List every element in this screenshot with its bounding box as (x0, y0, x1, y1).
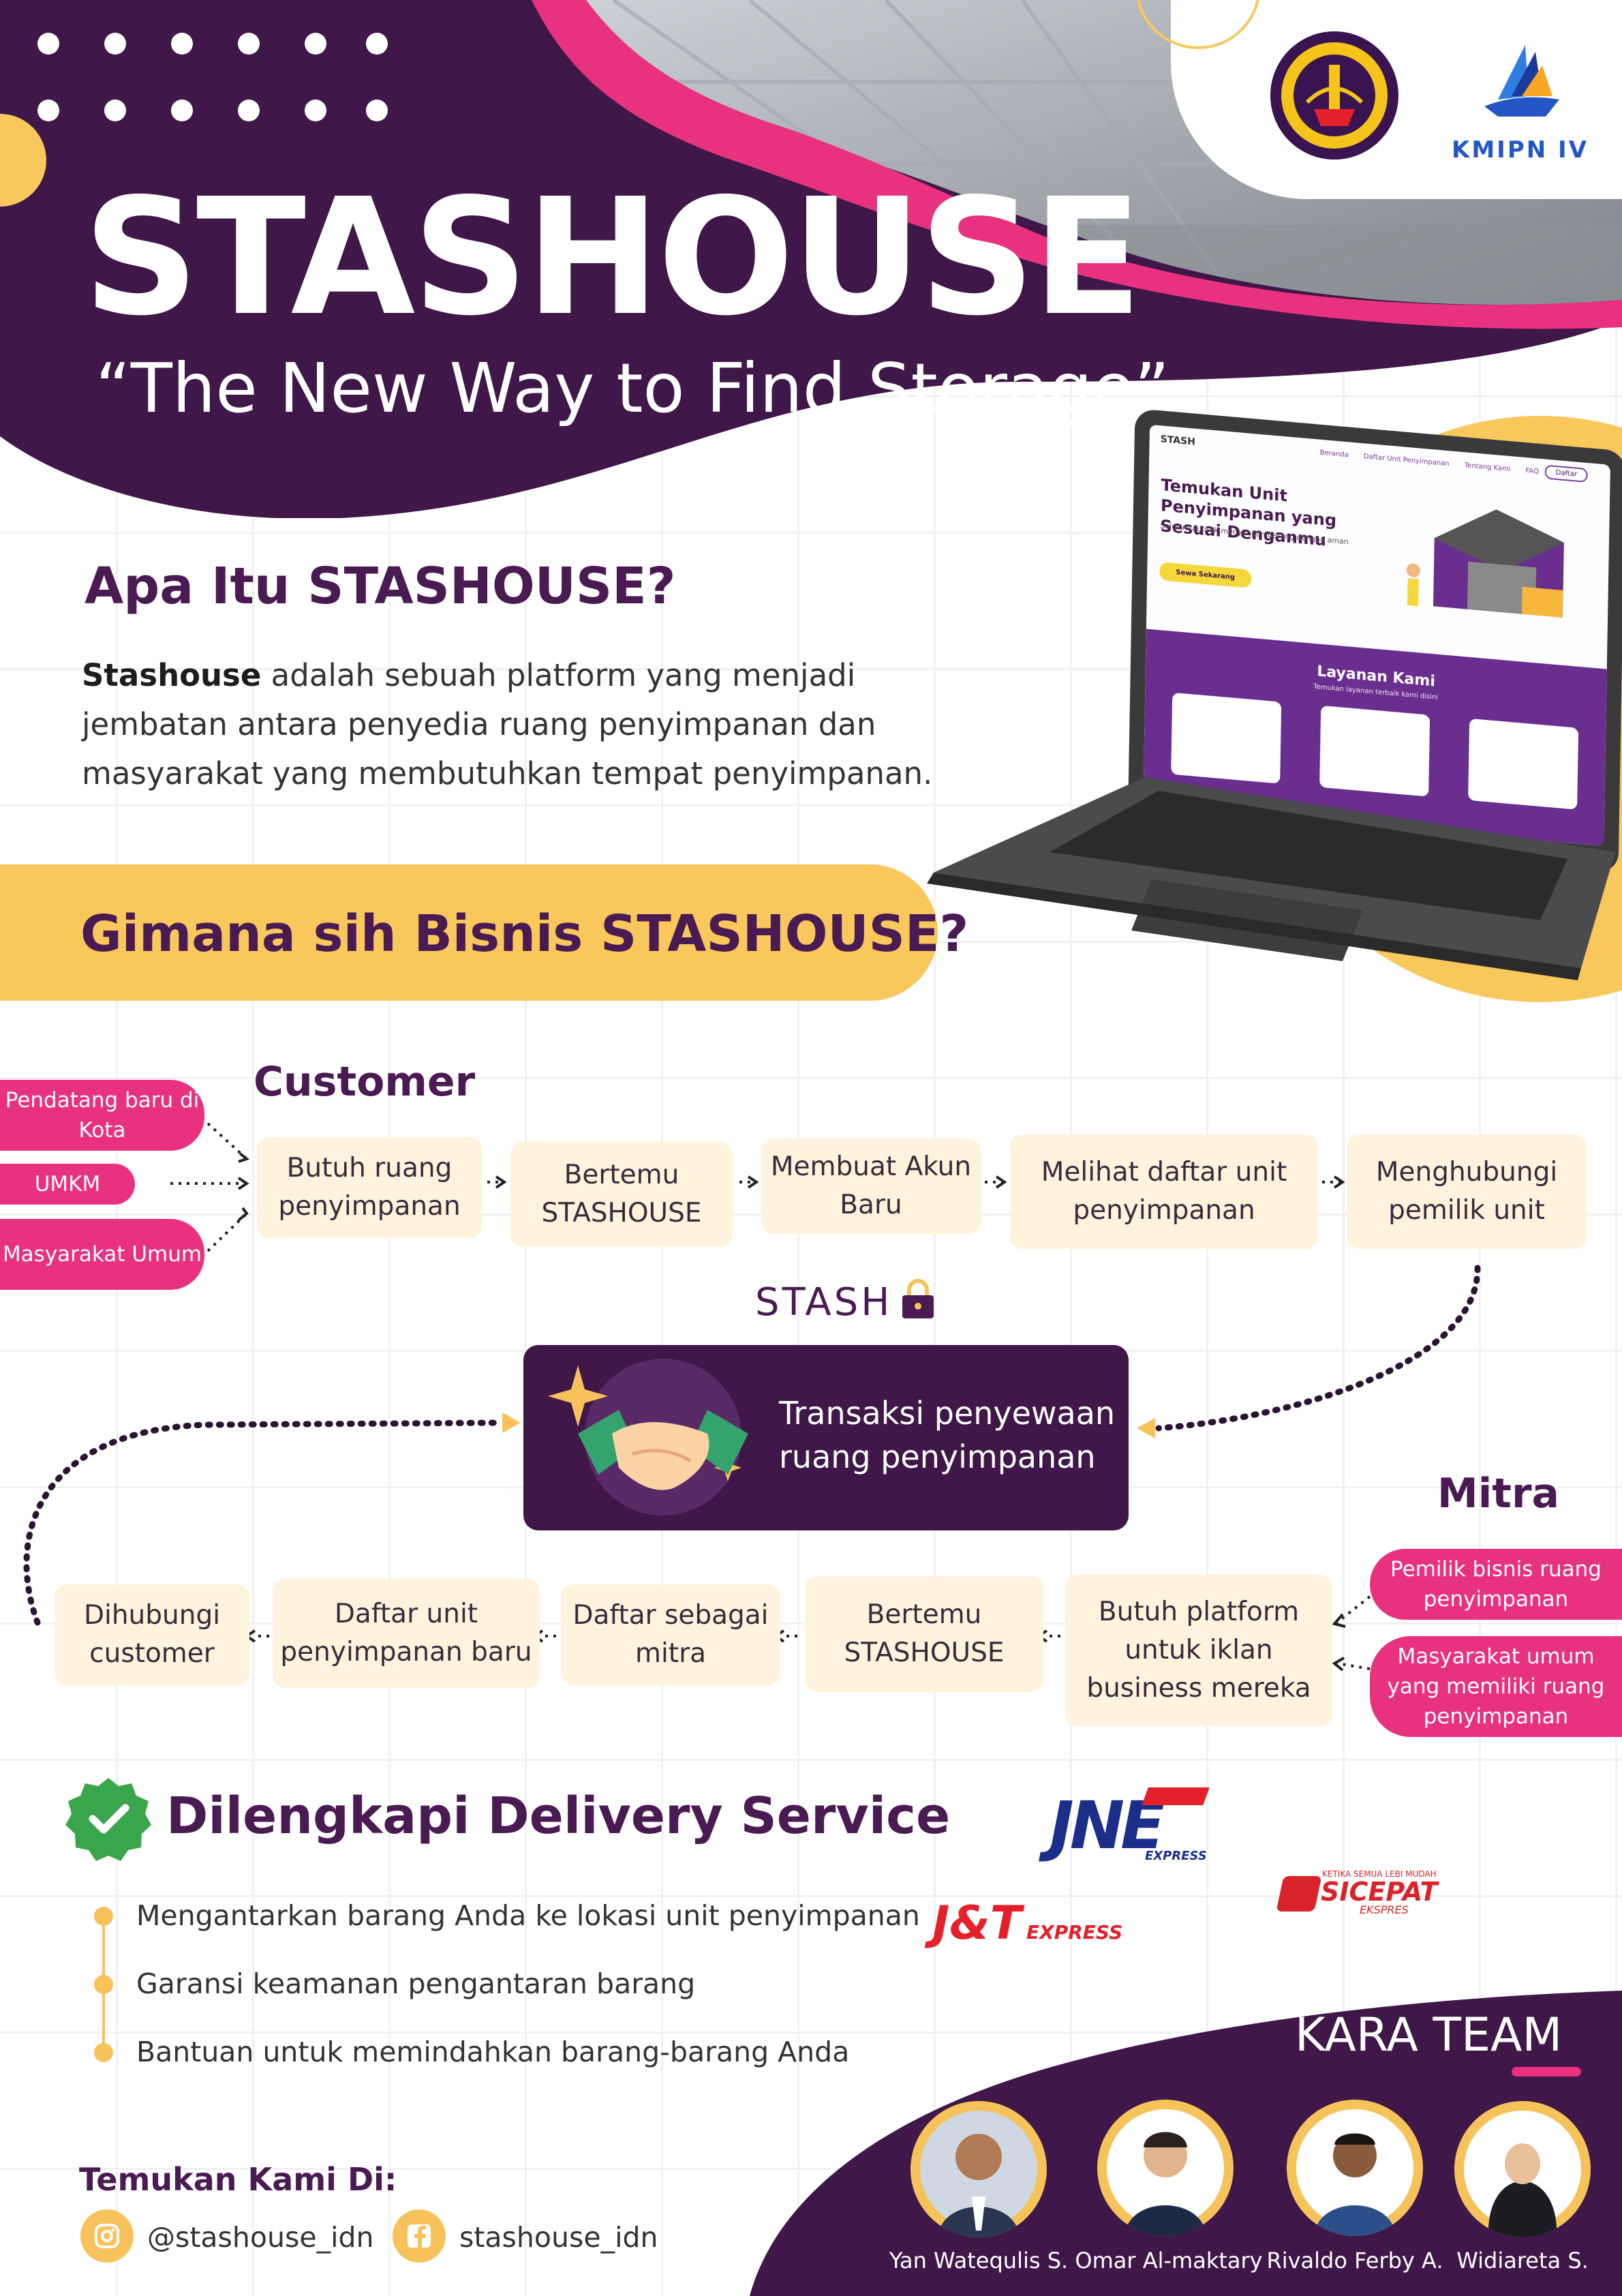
screen-nav-item[interactable]: FAQ (1525, 467, 1539, 476)
delivery-item: Garansi keamanan pengantaran barang (136, 1967, 696, 2000)
about-bold: Stashouse (82, 657, 262, 693)
avatar (911, 2101, 1047, 2237)
screen-sewa-button[interactable]: Sewa Sekarang (1159, 562, 1252, 588)
screen-warehouse-illustration (1406, 509, 1564, 618)
member-name: Yan Watequlis S. (889, 2248, 1069, 2274)
transaction-text: Transaksi penyewaan ruang penyimpanan (779, 1395, 1116, 1475)
mitra-source: Pemilik bisnis ruang penyimpanan (1370, 1549, 1622, 1620)
laptop-screen: STASH Beranda Daftar Unit Penyimpanan Te… (1143, 424, 1610, 847)
avatar (1097, 2100, 1234, 2236)
handshake-icon (548, 1359, 748, 1515)
decor-ring (1137, 0, 1259, 49)
screen-nav-item[interactable]: Tentang Kami (1464, 462, 1511, 474)
laptop-screen-frame: STASH Beranda Daftar Unit Penyimpanan Te… (1127, 408, 1622, 874)
delivery-heading: Dilengkapi Delivery Service (166, 1787, 951, 1845)
team-heading-underline (1512, 2067, 1581, 2076)
decor-dot (171, 33, 193, 55)
jnt-sub: EXPRESS (1026, 1921, 1123, 1944)
delivery-item: Mengantarkan barang Anda ke lokasi unit … (136, 1899, 920, 1932)
team-heading: KARA TEAM (1295, 2008, 1563, 2062)
sicepat-sub: EKSPRES (1360, 1903, 1409, 1916)
jnt-logo: J&T (932, 1897, 1022, 1950)
decor-dot (305, 100, 326, 121)
screen-nav: Beranda Daftar Unit Penyimpanan Tentang … (1320, 449, 1539, 476)
sicepat-top: KETIKA SEMUA LEBI MUDAH (1322, 1869, 1437, 1879)
avatar (1454, 2101, 1591, 2237)
tagline: “The New Way to Find Storage” (95, 348, 1170, 428)
mitra-label: Mitra (1437, 1470, 1560, 1517)
decor-dot (171, 100, 193, 121)
decor-dot (238, 100, 260, 121)
bullet-dot (94, 2043, 113, 2062)
member-name: Rivaldo Ferby A. (1266, 2248, 1443, 2274)
instagram-handle[interactable]: @stashouse_idn (147, 2221, 374, 2254)
jne-stripe (1142, 1787, 1210, 1805)
customer-step: Menghubungi pemilik unit (1347, 1134, 1587, 1249)
member-name: Omar Al-maktary (1075, 2248, 1263, 2274)
sicepat-mark (1276, 1876, 1322, 1912)
customer-source: UMKM (0, 1164, 135, 1205)
mitra-step: Daftar sebagai mitra (561, 1584, 780, 1685)
decor-dot (366, 100, 388, 121)
check-badge-icon (65, 1778, 151, 1861)
mitra-step: Bertemu STASHOUSE (805, 1576, 1043, 1692)
customer-step: Membuat Akun Baru (761, 1138, 981, 1234)
decor-dot (366, 33, 388, 55)
mitra-source: Masyarakat umum yang memiliki ruang peny… (1370, 1636, 1622, 1737)
business-heading: Gimana sih Bisnis STASHOUSE? (80, 905, 969, 963)
contact-heading: Temukan Kami Di: (79, 2161, 397, 2198)
customer-step: Butuh ruang penyimpanan (257, 1137, 482, 1238)
about-text: adalah sebuah platform yang menjadi jemb… (82, 657, 933, 791)
bullet-dot (94, 1907, 113, 1926)
about-heading: Apa Itu STASHOUSE? (85, 557, 676, 616)
decor-dot (37, 33, 59, 55)
transaction-box: Transaksi penyewaan ruang penyimpanan (523, 1345, 1129, 1530)
stash-logo: STASH (755, 1280, 893, 1325)
sicepat-logo: SICEPAT (1321, 1877, 1438, 1907)
customer-step: Melihat daftar unit penyimpanan (1010, 1134, 1318, 1249)
polinema-seal-icon (1270, 31, 1398, 160)
decor-dot (305, 33, 326, 55)
laptop-keyboard-base (927, 777, 1615, 980)
page-title: STASHOUSE (83, 164, 1142, 351)
customer-source: Pendatang baru di Kota (0, 1080, 204, 1151)
member-name: Widiareta S. (1456, 2248, 1589, 2274)
mitra-step: Butuh platform untuk iklan business mere… (1065, 1575, 1332, 1726)
kmipn-label: KMIPN IV (1452, 136, 1589, 164)
mitra-step: Daftar unit penyimpanan baru (273, 1579, 540, 1688)
customer-step: Bertemu STASHOUSE (510, 1142, 733, 1247)
business-heading-bar (0, 864, 938, 1001)
jne-sub: EXPRESS (1145, 1849, 1207, 1863)
decor-dot (104, 33, 126, 55)
about-paragraph: Stashouse adalah sebuah platform yang me… (82, 651, 968, 798)
decor-dot (104, 100, 126, 121)
kmipn-logo-icon (1484, 45, 1559, 117)
customer-source: Masyarakat Umum (0, 1219, 204, 1290)
screen-daftar-button[interactable]: Daftar (1544, 464, 1589, 483)
screen-nav-item[interactable]: Daftar Unit Penyimpanan (1363, 453, 1450, 468)
screen-brand: STASH (1160, 434, 1196, 448)
avatar (1287, 2100, 1423, 2236)
decor-dot (238, 33, 260, 55)
logo-panel: KMIPN IV (1137, 0, 1622, 199)
instagram-icon[interactable] (80, 2209, 134, 2263)
facebook-icon[interactable] (393, 2209, 446, 2263)
laptop-mockup: STASH Beranda Daftar Unit Penyimpanan Te… (927, 408, 1622, 982)
screen-nav-item[interactable]: Beranda (1319, 449, 1349, 459)
bullet-dot (94, 1975, 113, 1994)
delivery-item: Bantuan untuk memindahkan barang-barang … (136, 2036, 850, 2068)
lock-icon (902, 1279, 934, 1318)
customer-label: Customer (254, 1058, 476, 1106)
decor-dot (37, 100, 59, 121)
mitra-step: Dihubungi customer (55, 1584, 249, 1685)
facebook-handle[interactable]: stashouse_idn (459, 2221, 658, 2254)
